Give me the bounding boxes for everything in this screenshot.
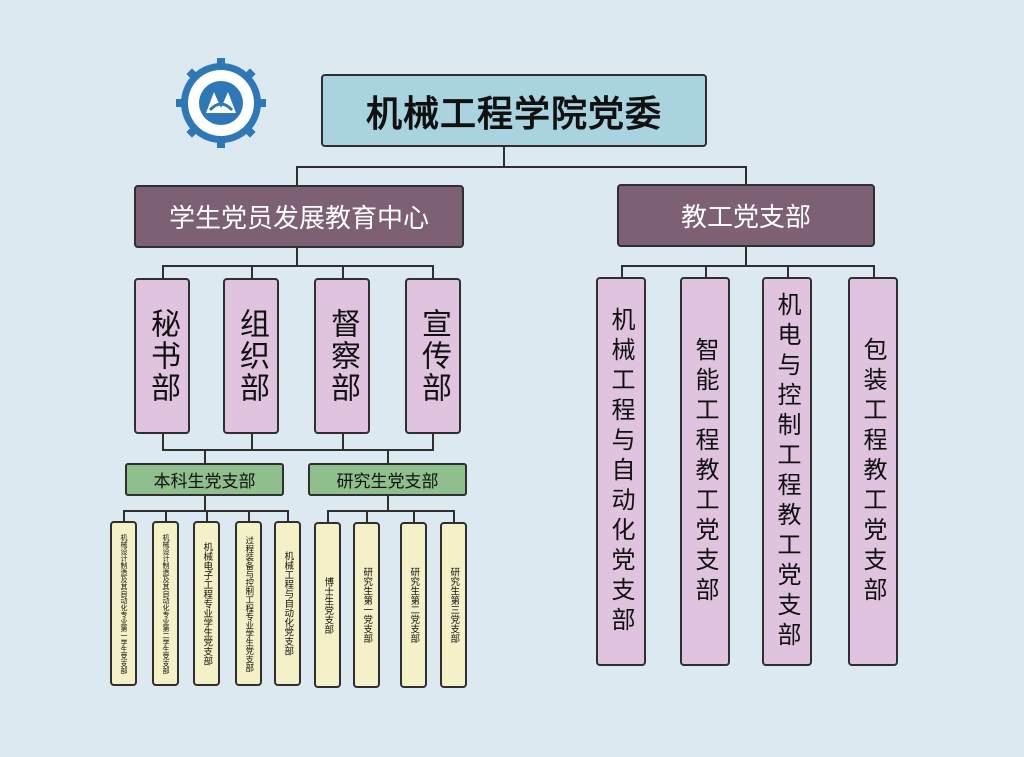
connector bbox=[503, 146, 505, 167]
connector bbox=[387, 495, 389, 511]
connector bbox=[251, 265, 253, 279]
undergrad-subbranch-node: 机械设计制造及其自动化专业第一学生党支部 bbox=[110, 521, 137, 686]
grad-subbranch-node: 研究生第三党支部 bbox=[440, 522, 467, 688]
college-emblem-logo bbox=[176, 58, 266, 148]
dept-label: 秘书部 bbox=[145, 308, 180, 404]
connector bbox=[621, 265, 875, 267]
connector bbox=[204, 495, 206, 511]
staff-unit-node: 包装工程教工党支部 bbox=[848, 277, 898, 666]
connector bbox=[248, 510, 250, 522]
connector bbox=[251, 433, 253, 450]
connector bbox=[206, 510, 208, 522]
connector bbox=[296, 166, 747, 168]
connector bbox=[787, 265, 789, 278]
dept-organization-node: 组织部 bbox=[223, 278, 279, 434]
connector bbox=[287, 510, 289, 522]
party-committee-node: 机械工程学院党委 bbox=[321, 74, 707, 147]
undergrad-subbranch-node: 机械电子工程专业学生党支部 bbox=[193, 521, 220, 686]
connector bbox=[366, 510, 368, 523]
connector bbox=[705, 265, 707, 278]
subbranch-label: 机械工程与自动化党支部 bbox=[282, 551, 294, 656]
subbranch-label: 研究生第一党支部 bbox=[361, 567, 373, 643]
connector bbox=[745, 166, 747, 186]
undergrad-subbranch-node: 过程装备与控制工程专业学生党支部 bbox=[235, 521, 262, 686]
connector bbox=[327, 510, 329, 523]
student-center-node: 学生党员发展教育中心 bbox=[134, 185, 464, 248]
connector bbox=[873, 265, 875, 278]
dept-secretariat-node: 秘书部 bbox=[134, 278, 190, 434]
connector bbox=[432, 433, 434, 450]
subbranch-label: 机械设计制造及其自动化专业第一学生党支部 bbox=[120, 533, 128, 674]
staff-unit-node: 机电与控制工程教工党支部 bbox=[762, 277, 812, 666]
connector bbox=[342, 265, 344, 279]
staff-unit-label: 机械工程与自动化党支部 bbox=[607, 306, 635, 637]
connector bbox=[327, 510, 455, 512]
undergrad-branch-node: 本科生党支部 bbox=[125, 463, 284, 496]
undergrad-subbranch-node: 机械工程与自动化党支部 bbox=[274, 521, 301, 686]
undergrad-subbranch-node: 机械设计制造及其自动化专业第二学生党支部 bbox=[152, 521, 179, 686]
subbranch-label: 机械设计制造及其自动化专业第二学生党支部 bbox=[162, 533, 170, 674]
subbranch-label: 研究生第三党支部 bbox=[448, 567, 460, 643]
connector bbox=[432, 265, 434, 279]
connector bbox=[387, 449, 389, 464]
subbranch-label: 过程装备与控制工程专业学生党支部 bbox=[243, 535, 254, 672]
connector bbox=[413, 510, 415, 523]
staff-unit-label: 机电与控制工程教工党支部 bbox=[773, 291, 801, 652]
party-committee-label: 机械工程学院党委 bbox=[365, 93, 662, 135]
grad-subbranch-node: 研究生第一党支部 bbox=[353, 522, 380, 688]
dept-publicity-node: 宣传部 bbox=[405, 278, 461, 434]
connector bbox=[296, 166, 298, 186]
staff-branch-label: 教工党支部 bbox=[680, 203, 811, 233]
connector bbox=[621, 265, 623, 278]
grad-subbranch-node: 研究生第二党支部 bbox=[400, 522, 427, 688]
staff-unit-label: 智能工程教工党支部 bbox=[691, 336, 719, 607]
connector bbox=[745, 246, 747, 266]
staff-unit-node: 机械工程与自动化党支部 bbox=[596, 277, 646, 666]
grad-branch-label: 研究生党支部 bbox=[336, 472, 439, 492]
connector bbox=[162, 433, 164, 450]
grad-subbranch-node: 博士生党支部 bbox=[314, 522, 341, 688]
connector bbox=[162, 449, 434, 451]
connector bbox=[162, 265, 434, 267]
staff-unit-label: 包装工程教工党支部 bbox=[859, 336, 887, 607]
subbranch-label: 机械电子工程专业学生党支部 bbox=[201, 541, 213, 666]
staff-unit-node: 智能工程教工党支部 bbox=[680, 277, 730, 666]
dept-supervision-node: 督察部 bbox=[314, 278, 370, 434]
connector bbox=[296, 246, 298, 266]
connector bbox=[204, 449, 206, 464]
subbranch-label: 博士生党支部 bbox=[322, 576, 334, 634]
student-center-label: 学生党员发展教育中心 bbox=[168, 204, 429, 234]
connector bbox=[162, 265, 164, 279]
undergrad-branch-label: 本科生党支部 bbox=[153, 472, 256, 492]
connector bbox=[165, 510, 167, 522]
dept-label: 督察部 bbox=[325, 308, 360, 404]
grad-branch-node: 研究生党支部 bbox=[308, 463, 467, 496]
connector bbox=[342, 433, 344, 450]
dept-label: 宣传部 bbox=[416, 308, 451, 404]
dept-label: 组织部 bbox=[234, 308, 269, 404]
staff-branch-node: 教工党支部 bbox=[617, 184, 875, 247]
subbranch-label: 研究生第二党支部 bbox=[408, 567, 420, 643]
connector bbox=[123, 510, 125, 522]
connector bbox=[453, 510, 455, 523]
